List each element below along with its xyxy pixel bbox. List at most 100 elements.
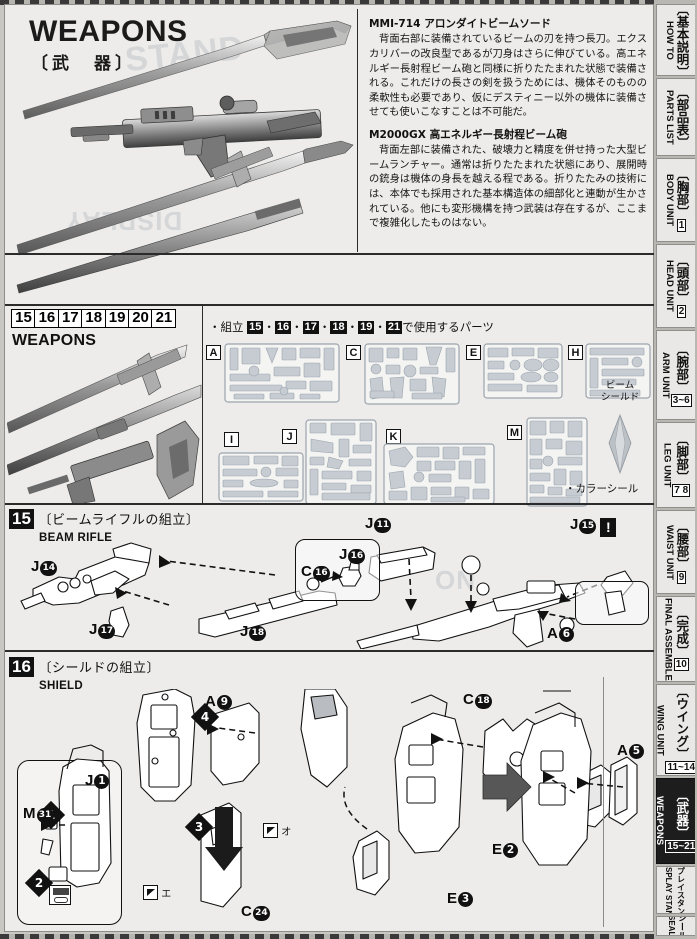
weapons-index-num: 20 — [128, 309, 154, 328]
sidebar-tab-display-stand[interactable]: 〔ディスプレイスタンド〕22 DISPLAY STAND — [656, 866, 695, 914]
mark-e: エ — [143, 885, 171, 900]
sidebar-tab-body-unit[interactable]: 〔胸部〕1 BODY UNIT — [656, 158, 695, 242]
step-15-title-en: BEAM RIFLE — [39, 532, 113, 544]
tab-label-en: HEAD UNIT — [664, 260, 675, 312]
runner-label-E: E — [466, 345, 481, 360]
tab-label-jp: 〔ディスプレイスタンド〕22 — [673, 867, 688, 913]
runner-label-K: K — [386, 429, 401, 444]
sidebar-tab-weapons[interactable]: 〔武器〕15~21 WEAPONS — [656, 778, 695, 864]
sidebar-tabs: 〔基本説明〕 HOW TO 〔部品表〕 PARTS LIST 〔胸部〕1 BOD… — [654, 0, 697, 939]
runner-label-H: H — [568, 345, 583, 360]
tab-label-jp: 〔胸部〕1 — [674, 167, 690, 232]
step-16-title-en: SHIELD — [39, 680, 83, 692]
sticker-icon — [49, 885, 71, 905]
shield-assembly-artwork — [15, 689, 651, 939]
tab-label-jp: 〔腕部〕3~6 — [670, 342, 692, 407]
sidebar-tab-how-to[interactable]: 〔基本説明〕 HOW TO — [656, 4, 695, 76]
description-block: MMI-714 アロンダイトビームソード 背面右部に装備されているビームの刃を持… — [365, 13, 653, 245]
substep-3: 3 — [184, 812, 214, 842]
weapons-index-num: 15 — [11, 309, 36, 328]
tab-label-en: LEG UNIT — [661, 442, 673, 488]
tab-num: 1 — [676, 218, 687, 232]
manual-content: STAND DISPLAY ON WEAPONS 〔武 器〕 — [4, 4, 655, 932]
runner-note-suffix: で使用するパーツ — [402, 320, 494, 334]
tab-label-jp: 〔基本説明〕 — [674, 4, 690, 76]
step-16-header: 16 〔シールドの組立〕 — [9, 657, 160, 677]
sidebar-tab-arm-unit[interactable]: 〔腕部〕3~6 ARM UNIT — [656, 330, 695, 420]
page-title: WEAPONS — [29, 15, 188, 48]
weapons-index-num: 17 — [57, 309, 83, 328]
tab-label-jp: 〔腰部〕9 — [674, 519, 690, 584]
sidebar-tab-parts-list[interactable]: 〔部品表〕 PARTS LIST — [656, 78, 695, 156]
step-15-title-jp: 〔ビームライフルの組立〕 — [38, 513, 200, 528]
tab-num: 10 — [673, 657, 689, 671]
runner-note-prefix: ・組立 — [209, 320, 244, 334]
tab-num: 9 — [676, 570, 687, 584]
runner-note-num: 21 — [385, 321, 403, 334]
tab-label-jp: 〔武器〕15~21 — [665, 789, 695, 854]
tab-label-en: WEAPONS — [656, 796, 666, 846]
runner-label-I: I — [224, 432, 239, 447]
divider-below-top — [5, 253, 655, 255]
warning-icon: ! — [600, 518, 617, 537]
weapons-index-num: 18 — [81, 309, 107, 328]
tab-label-en: SEAL — [667, 916, 676, 936]
tab-label-en: BODY UNIT — [664, 173, 675, 227]
tab-label-en: ARM UNIT — [659, 351, 671, 399]
step-15-inset-artwork — [303, 560, 373, 596]
runner-note-num: 19 — [358, 321, 375, 334]
tab-label-jp: 〔脚部〕7 8 — [672, 432, 691, 497]
sidebar-tab-head-unit[interactable]: 〔頭部〕2 HEAD UNIT — [656, 244, 695, 328]
tab-num: 7 8 — [672, 483, 691, 497]
step-16-number: 16 — [9, 657, 34, 677]
weapons-index-num: 21 — [151, 309, 177, 328]
sidebar-tab-waist-unit[interactable]: 〔腰部〕9 WAIST UNIT — [656, 510, 695, 594]
sidebar-tab-seal[interactable]: 〔シール〕 SEAL — [656, 916, 695, 936]
runner-label-A: A — [206, 345, 221, 360]
top-film-strip — [0, 0, 697, 5]
runner-sprue-I — [218, 452, 304, 507]
runner-sprue-A — [224, 343, 340, 408]
divider-below-step-15 — [5, 650, 655, 652]
sidebar-tab-wing-unit[interactable]: 〔ウイング〕11~14 WING UNIT — [656, 684, 695, 776]
weapon-artwork-top — [15, 19, 360, 294]
tab-num: 3~6 — [670, 393, 692, 407]
tab-label-en: PARTS LIST — [664, 89, 675, 145]
divider-final-result — [603, 677, 604, 927]
tab-label-jp: 〔ウイング〕11~14 — [665, 685, 695, 775]
desc-heading-1: M2000GX 高エネルギー長射程ビーム砲 — [369, 128, 567, 141]
sidebar-tab-final-assemble[interactable]: 〔完成〕10 FINAL ASSEMBLE — [656, 596, 695, 682]
desc-body-0: 背面右部に装備されているビームの刃を持つ長刀。エクスカリバーの改良型であるが刀身… — [369, 33, 648, 119]
runner-sprue-J — [305, 419, 377, 510]
step-15-header: 15 〔ビームライフルの組立〕 — [9, 509, 199, 529]
step-15-number: 15 — [9, 509, 34, 529]
divider-above-runner — [5, 304, 655, 306]
step-16-title-jp: 〔シールドの組立〕 — [38, 661, 160, 676]
runner-sprue-K — [383, 443, 495, 510]
runner-note-num: 18 — [330, 321, 347, 334]
tab-label-jp: 〔頭部〕2 — [674, 253, 690, 318]
weapons-index-num: 16 — [34, 309, 60, 328]
runner-sprue-E — [483, 343, 563, 404]
divider-vertical-top — [357, 9, 358, 252]
bottom-film-strip — [0, 934, 697, 939]
weapons-index-strip: 15 16 17 18 19 20 21 — [11, 309, 177, 328]
tab-label-jp: 〔シール〕 — [676, 917, 686, 935]
sidebar-tab-leg-unit[interactable]: 〔脚部〕7 8 LEG UNIT — [656, 422, 695, 508]
